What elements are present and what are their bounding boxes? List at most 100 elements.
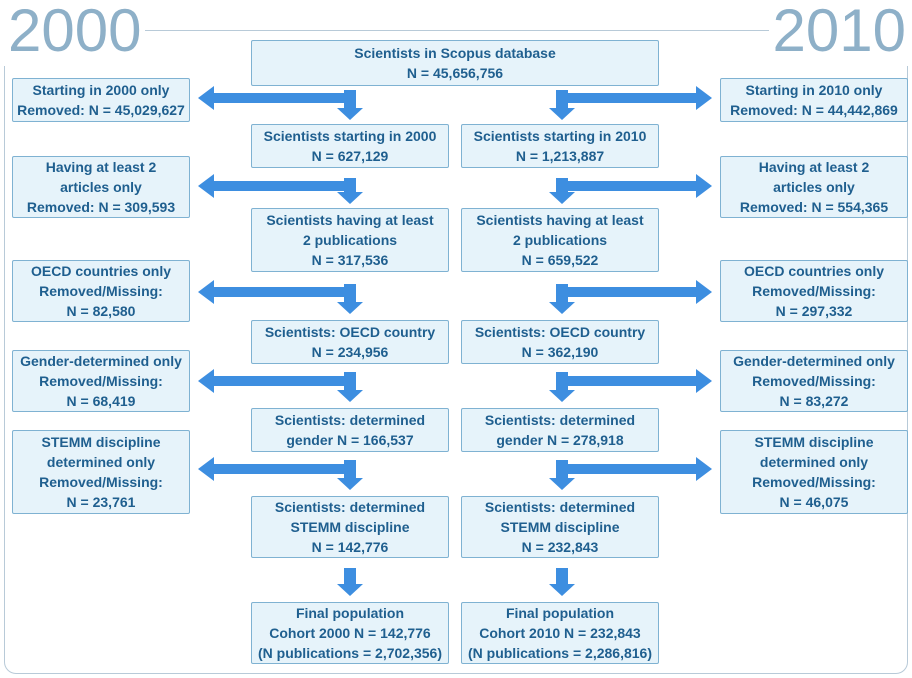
left-main-box-line: STEMM discipline xyxy=(290,519,410,535)
left-main-box: Scientists starting in 2000 N = 627,129 xyxy=(251,124,449,168)
left-main-box-line: N = 142,776 xyxy=(311,539,389,555)
right-main-box-line: (N publications = 2,286,816) xyxy=(467,645,652,661)
left-main-box-line: Cohort 2000 N = 142,776 xyxy=(269,625,431,641)
right-split-arrow-down xyxy=(549,460,575,490)
right-main-box: Scientists starting in 2010 N = 1,213,887 xyxy=(461,124,659,168)
top-box-line: Scientists in Scopus database xyxy=(354,45,556,61)
left-main-box-line: Scientists starting in 2000 xyxy=(263,128,437,144)
left-removed-box-line: determined only xyxy=(46,454,156,470)
right-main-box-line: N = 659,522 xyxy=(521,252,599,268)
left-removed-box-line: Removed: N = 309,593 xyxy=(26,199,176,215)
left-split-arrow-side xyxy=(198,86,356,110)
right-split-arrow-side xyxy=(556,369,712,393)
left-split-arrow-side xyxy=(198,457,356,481)
right-split-arrow-side xyxy=(556,174,712,198)
left-split-arrow-down xyxy=(337,372,363,402)
left-removed-box-line: N = 23,761 xyxy=(66,494,136,510)
left-main-box-line: Final population xyxy=(295,605,405,621)
left-split-arrow-down xyxy=(337,90,363,120)
right-removed-box-line: Removed: N = 554,365 xyxy=(739,199,889,215)
left-split-arrow-side xyxy=(198,369,356,393)
year-label-left: 2000 xyxy=(4,0,146,66)
left-main-box-line: (N publications = 2,702,356) xyxy=(257,645,442,661)
right-main-box-line: gender N = 278,918 xyxy=(496,432,624,448)
left-removed-box-line: N = 68,419 xyxy=(66,393,136,409)
left-removed-box-line: STEMM discipline xyxy=(41,434,161,450)
right-split-arrow-down xyxy=(549,284,575,314)
right-split-arrow-side xyxy=(556,86,712,110)
left-split-arrow-side xyxy=(198,280,356,304)
left-main-box-line: 2 publications xyxy=(302,232,398,248)
right-removed-box-line: Removed: N = 44,442,869 xyxy=(730,102,898,118)
right-main-box-line: STEMM discipline xyxy=(500,519,620,535)
right-main-box-line: N = 1,213,887 xyxy=(515,148,605,164)
top-box-line: N = 45,656,756 xyxy=(406,65,504,81)
right-removed-box-line: determined only xyxy=(759,454,869,470)
left-removed-box-line: OECD countries only xyxy=(30,263,172,279)
right-main-box-line: N = 362,190 xyxy=(521,344,599,360)
left-removed-box-line: Removed: N = 45,029,627 xyxy=(17,102,185,118)
top-box: Scientists in Scopus database N = 45,656,… xyxy=(251,40,659,86)
right-split-arrow-side xyxy=(556,457,712,481)
left-main-box-line: N = 317,536 xyxy=(311,252,389,268)
right-removed-box-line: Starting in 2010 only xyxy=(745,82,883,98)
right-main-box-line: N = 232,843 xyxy=(521,539,599,555)
left-main-box: Scientists: OECD country N = 234,956 xyxy=(251,320,449,364)
left-main-box-line: N = 234,956 xyxy=(311,344,389,360)
right-main-box-line: Scientists: determined xyxy=(484,412,636,428)
right-removed-box-line: N = 297,332 xyxy=(775,303,853,319)
left-split-arrow-down xyxy=(337,284,363,314)
right-removed-box-line: STEMM discipline xyxy=(754,434,874,450)
left-removed-box-line: Gender-determined only xyxy=(20,353,182,369)
left-main-box-line: Scientists: OECD country xyxy=(264,324,436,340)
right-removed-box-line: articles only xyxy=(773,179,855,195)
right-split-arrow-side xyxy=(556,280,712,304)
right-removed-box-line: N = 46,075 xyxy=(779,494,849,510)
left-main-box: Scientists having at least 2 publications… xyxy=(251,208,449,272)
right-split-arrow-down xyxy=(549,90,575,120)
left-removed-box-line: articles only xyxy=(60,179,142,195)
right-removed-box-line: Removed/Missing: xyxy=(752,283,876,299)
year-label-right: 2010 xyxy=(768,0,910,66)
left-final-arrow xyxy=(337,568,363,596)
right-removed-box-line: Removed/Missing: xyxy=(752,474,876,490)
left-split-arrow-down xyxy=(337,460,363,490)
right-removed-box-line: OECD countries only xyxy=(743,263,885,279)
right-main-box-line: Scientists starting in 2010 xyxy=(473,128,647,144)
right-removed-box-line: N = 83,272 xyxy=(779,393,849,409)
right-main-box: Scientists: determined gender N = 278,918 xyxy=(461,408,659,452)
left-split-arrow-side xyxy=(198,174,356,198)
left-main-box-line: Scientists: determined xyxy=(274,499,426,515)
right-main-box-line: Cohort 2010 N = 232,843 xyxy=(479,625,641,641)
left-main-box-line: N = 627,129 xyxy=(311,148,389,164)
left-removed-box-line: N = 82,580 xyxy=(66,303,136,319)
right-main-box-line: 2 publications xyxy=(512,232,608,248)
right-final-arrow xyxy=(549,568,575,596)
right-main-box-line: Final population xyxy=(505,605,615,621)
left-removed-box-line: Removed/Missing: xyxy=(39,373,163,389)
left-main-box-line: Scientists having at least xyxy=(266,212,434,228)
right-removed-box-line: Having at least 2 xyxy=(758,159,870,175)
right-main-box-line: Scientists: OECD country xyxy=(474,324,646,340)
right-split-arrow-down xyxy=(549,372,575,402)
left-removed-box-line: Having at least 2 xyxy=(45,159,157,175)
right-removed-box-line: Removed/Missing: xyxy=(752,373,876,389)
right-main-box: Scientists: OECD country N = 362,190 xyxy=(461,320,659,364)
left-main-box-line: Scientists: determined xyxy=(274,412,426,428)
